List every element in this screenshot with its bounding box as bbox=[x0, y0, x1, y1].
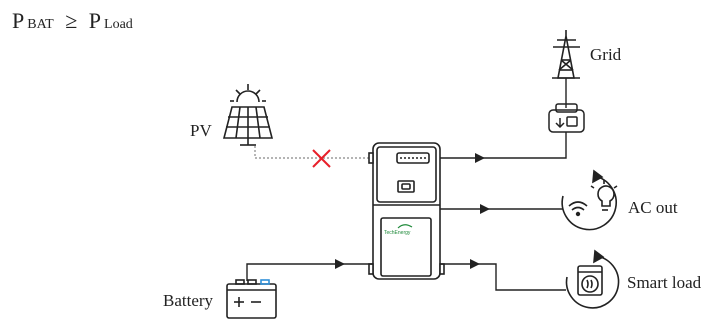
smart-load-icon bbox=[565, 249, 620, 309]
sun-icon bbox=[230, 84, 266, 103]
formula-operator: ≥ bbox=[65, 8, 78, 33]
pv-panel-icon bbox=[222, 84, 274, 146]
formula-p-load: P bbox=[88, 8, 102, 33]
pv-link-line bbox=[254, 146, 372, 159]
formula-sub-load: Load bbox=[104, 17, 133, 32]
ac-out-label: AC out bbox=[628, 198, 678, 217]
grid-tower-icon bbox=[552, 30, 580, 79]
smart-load-flow-arrow bbox=[470, 259, 480, 269]
pv-label: PV bbox=[190, 121, 212, 140]
inverter-logo: TechEnergy bbox=[384, 230, 411, 236]
ac-out-icon bbox=[561, 169, 618, 231]
formula-p-bat: P bbox=[12, 8, 25, 33]
battery-label: Battery bbox=[163, 291, 214, 310]
smart-load-flow-line bbox=[440, 263, 566, 291]
grid-flow-line bbox=[440, 132, 567, 159]
grid-flow-arrow bbox=[475, 153, 485, 163]
inverter-logo-swoosh bbox=[397, 224, 413, 229]
inverter-unit bbox=[368, 142, 445, 280]
formula-sub-bat: BAT bbox=[27, 17, 54, 32]
pv-blocked-icon bbox=[312, 149, 331, 168]
battery-flow-line bbox=[246, 263, 373, 281]
smart-meter-icon bbox=[548, 103, 585, 133]
battery-icon bbox=[226, 279, 277, 319]
smart-load-label: Smart load bbox=[627, 273, 702, 292]
ac-out-flow-arrow bbox=[480, 204, 490, 214]
battery-flow-arrow bbox=[335, 259, 345, 269]
inverter-display-dots bbox=[400, 157, 426, 159]
grid-label: Grid bbox=[590, 45, 622, 64]
